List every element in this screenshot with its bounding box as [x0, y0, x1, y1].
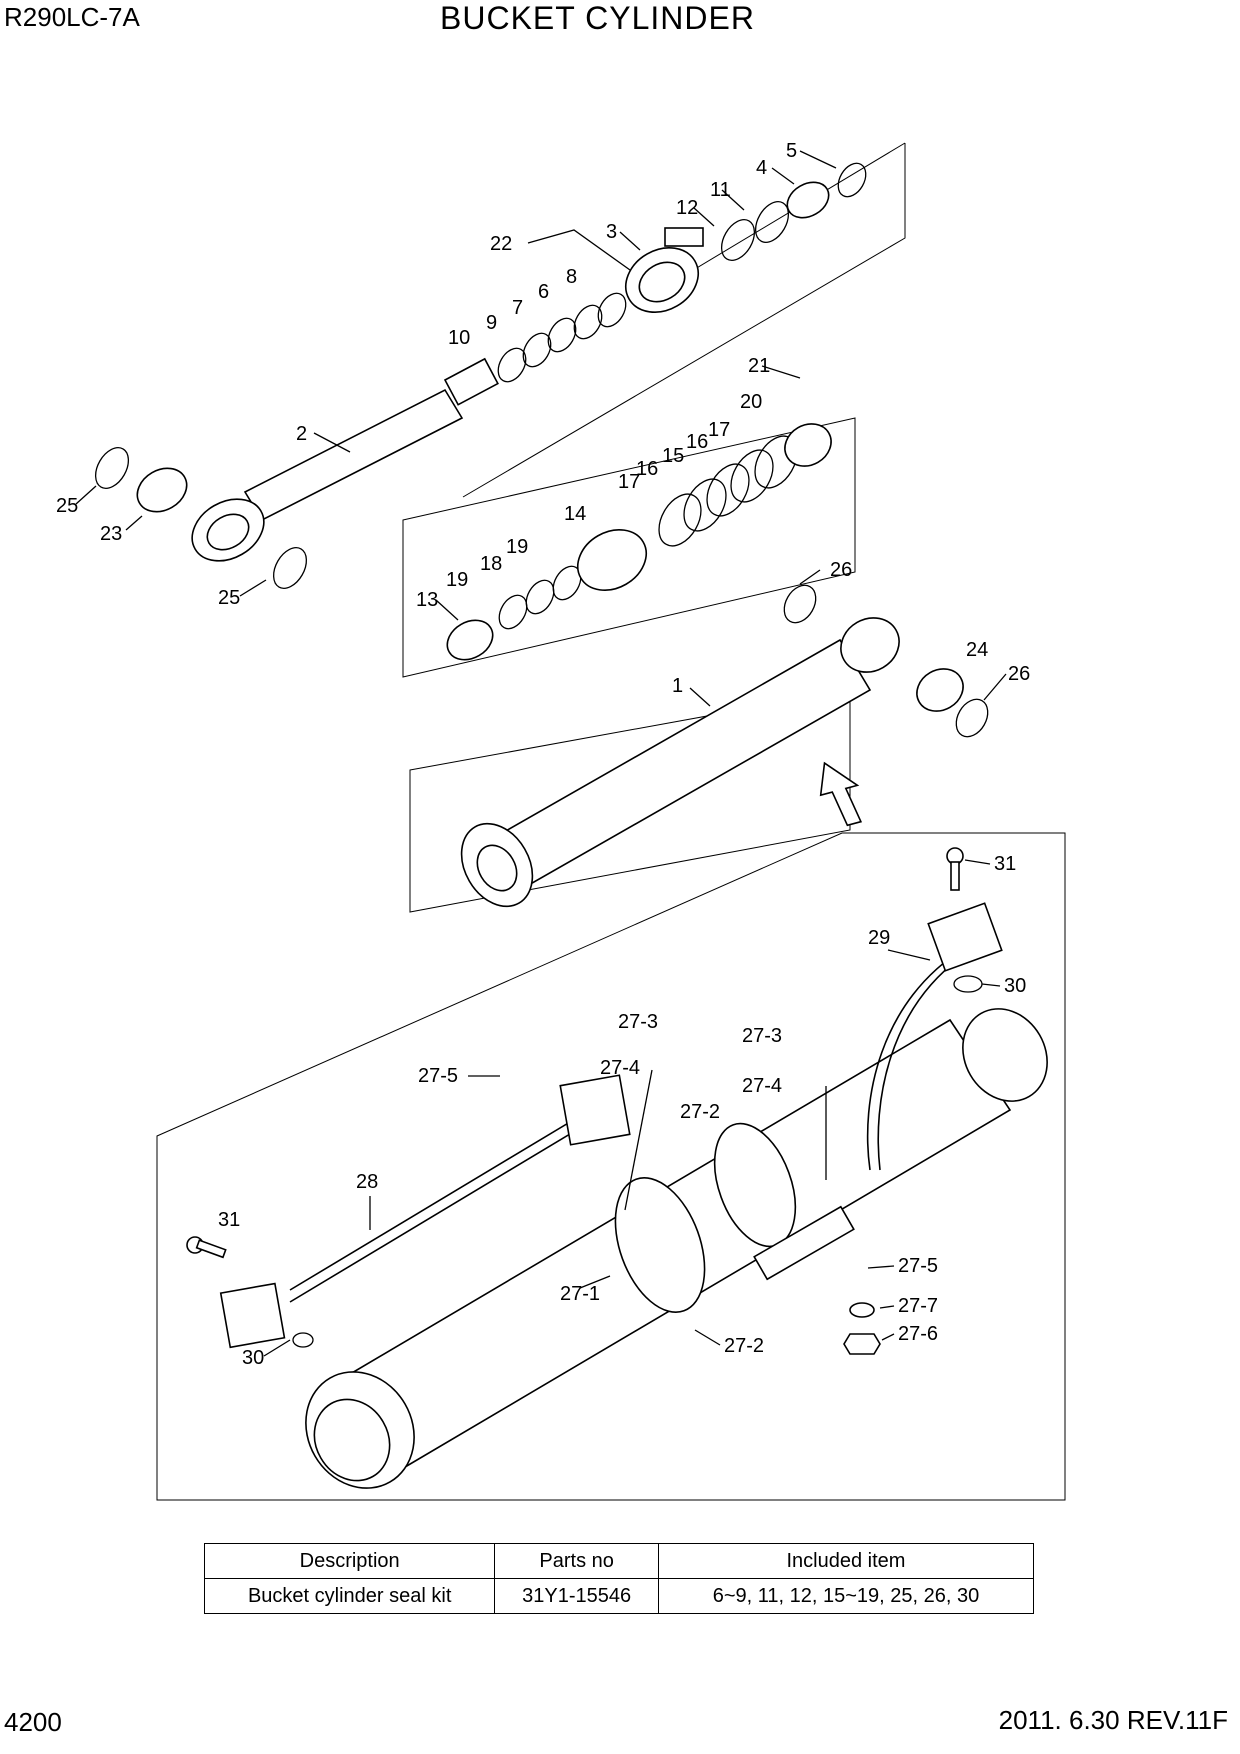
tube-piping-detail: [186, 847, 1048, 1489]
callout-27-3b: 27-3: [742, 1025, 782, 1047]
callout-27-4b: 27-4: [742, 1075, 782, 1097]
callout-20: 20: [740, 391, 762, 413]
callout-30b: 30: [1004, 975, 1026, 997]
table-header-row: Description Parts no Included item: [203, 1543, 1035, 1579]
callout-27-3a: 27-3: [618, 1011, 658, 1033]
callout-19a: 19: [446, 569, 468, 591]
piston-rod: [191, 357, 499, 562]
model-code: R290LC-7A: [4, 2, 140, 32]
cell-parts-no: 31Y1-15546: [494, 1578, 659, 1614]
seal-rings: [94, 162, 989, 738]
callout-26b: 26: [1008, 663, 1030, 685]
callout-labels: 1 2 3 4 5 6 7 8 9 10 11 12 13 14 15 16 1…: [56, 140, 1030, 1369]
callout-27-5a: 27-5: [418, 1065, 458, 1087]
rod-cover-gland: [625, 227, 704, 313]
callout-30a: 30: [242, 1347, 264, 1369]
callout-31a: 31: [218, 1209, 240, 1231]
callout-8: 8: [566, 266, 577, 288]
callout-15: 15: [662, 445, 684, 467]
callout-28: 28: [356, 1171, 378, 1193]
leader-lines: [75, 150, 1007, 1357]
callout-27-2a: 27-2: [680, 1101, 720, 1123]
callout-17b: 17: [708, 419, 730, 441]
callout-24: 24: [966, 639, 988, 661]
callout-6: 6: [538, 281, 549, 303]
callout-9: 9: [486, 312, 497, 334]
header-included-item: Included item: [657, 1543, 1035, 1579]
header-description: Description: [203, 1543, 496, 1579]
callout-29: 29: [868, 927, 890, 949]
callout-14: 14: [564, 503, 586, 525]
detail-arrow: [819, 761, 863, 827]
callout-31b: 31: [994, 853, 1016, 875]
callout-1: 1: [672, 675, 683, 697]
callout-18: 18: [480, 553, 502, 575]
piping-group-panel: [156, 832, 1066, 1501]
header-parts-no: Parts no: [494, 1543, 659, 1579]
bushing-23: [136, 467, 188, 513]
callout-27-1: 27-1: [560, 1283, 600, 1305]
callout-22: 22: [490, 233, 512, 255]
callout-4: 4: [756, 157, 767, 179]
piston-assembly: [446, 423, 832, 661]
callout-7: 7: [512, 297, 523, 319]
callout-13: 13: [416, 589, 438, 611]
callout-5: 5: [786, 140, 797, 162]
callout-27-6: 27-6: [898, 1323, 938, 1345]
seal-kit-table: Description Parts no Included item Bucke…: [203, 1543, 1035, 1614]
tube-group-panel: [409, 689, 851, 913]
page-title: BUCKET CYLINDER: [440, 0, 755, 36]
callout-25b: 25: [218, 587, 240, 609]
callout-27-2b: 27-2: [724, 1335, 764, 1357]
callout-26a: 26: [830, 559, 852, 581]
callout-19b: 19: [506, 536, 528, 558]
rod-group-panel: [462, 143, 906, 498]
callout-27-4a: 27-4: [600, 1057, 640, 1079]
callout-27-5b: 27-5: [898, 1255, 938, 1277]
callout-16a: 16: [636, 458, 658, 480]
callout-16b: 16: [686, 431, 708, 453]
table-row: Bucket cylinder seal kit 31Y1-15546 6~9,…: [203, 1578, 1035, 1614]
callout-2: 2: [296, 423, 307, 445]
callout-21: 21: [748, 355, 770, 377]
callout-23: 23: [100, 523, 122, 545]
page-number: 4200: [4, 1707, 62, 1737]
cell-included-item: 6~9, 11, 12, 15~19, 25, 26, 30: [657, 1578, 1035, 1614]
callout-25a: 25: [56, 495, 78, 517]
bushing-4: [786, 181, 830, 219]
cylinder-tube: [460, 617, 964, 908]
revision-date: 2011. 6.30 REV.11F: [998, 1705, 1228, 1735]
callout-11: 11: [710, 179, 731, 201]
callout-10: 10: [448, 327, 470, 349]
cell-description: Bucket cylinder seal kit: [203, 1578, 496, 1614]
callout-27-7: 27-7: [898, 1295, 938, 1317]
callout-17a: 17: [618, 471, 640, 493]
callout-12: 12: [676, 197, 698, 219]
callout-3: 3: [606, 221, 617, 243]
piston-group-panel: [402, 417, 856, 678]
